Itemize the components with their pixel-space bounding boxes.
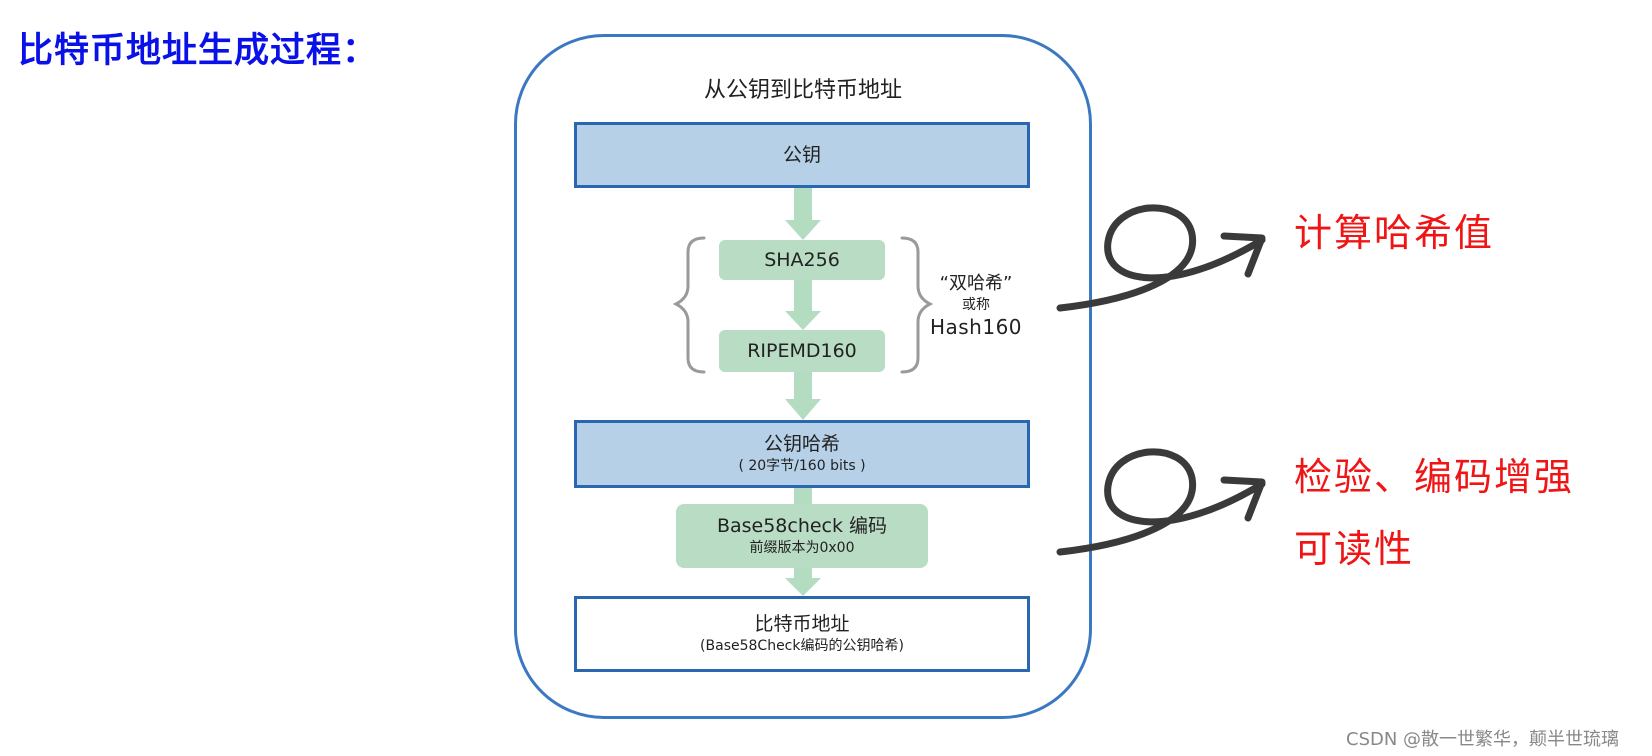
- flow-arrows: [785, 188, 821, 596]
- flow-arrow-head: [785, 311, 821, 330]
- flow-arrow-shaft: [794, 372, 812, 402]
- pubkey-hash-box: 公钥哈希 ( 20字节/160 bits ): [574, 420, 1030, 488]
- sha256-box: SHA256: [719, 240, 885, 280]
- annotation-compute-hash: 计算哈希值: [1294, 211, 1495, 255]
- pubkey-hash-label: 公钥哈希: [763, 433, 840, 455]
- pubkey-hash-size: ( 20字节/160 bits ): [738, 458, 866, 474]
- ripemd160-label: RIPEMD160: [747, 340, 857, 362]
- annotation-check-encode: 检验、编码增强: [1294, 455, 1575, 499]
- double-hash-name: Hash160: [929, 315, 1023, 339]
- scribble-arrow-1: [1056, 204, 1266, 312]
- right-brace: [900, 236, 934, 374]
- base58-encode-box: Base58check 编码 前缀版本为0x00: [676, 504, 928, 568]
- diagram-panel: [514, 34, 1092, 719]
- base58-encode-label: Base58check 编码: [716, 515, 888, 537]
- page-title: 比特币地址生成过程：: [18, 31, 379, 71]
- left-brace: [672, 236, 706, 374]
- public-key-box: 公钥: [574, 122, 1030, 188]
- sha256-label: SHA256: [764, 249, 840, 271]
- diagram-title: 从公钥到比特币地址: [703, 78, 902, 103]
- base58-prefix-label: 前缀版本为0x00: [749, 540, 855, 556]
- flow-arrow-head: [785, 399, 821, 420]
- flow-arrow-shaft: [794, 188, 812, 224]
- bitcoin-address-desc: (Base58Check编码的公钥哈希): [700, 638, 904, 654]
- double-hash-label: “双哈希”: [939, 273, 1013, 294]
- ripemd160-box: RIPEMD160: [719, 330, 885, 372]
- flow-arrow-shaft: [794, 488, 812, 504]
- double-hash-note: “双哈希” 或称 Hash160: [912, 272, 1040, 340]
- bitcoin-address-label: 比特币地址: [754, 613, 850, 635]
- watermark: CSDN @散一世繁华，颠半世琉璃: [1346, 729, 1620, 750]
- flow-arrow-head: [785, 220, 821, 240]
- annotation-readability: 可读性: [1294, 527, 1415, 571]
- public-key-label: 公钥: [782, 144, 821, 166]
- double-hash-or: 或称: [962, 297, 990, 313]
- bitcoin-address-box: 比特币地址 (Base58Check编码的公钥哈希): [574, 596, 1030, 672]
- scribble-arrow-2: [1056, 448, 1266, 556]
- flow-arrow-head: [785, 578, 821, 596]
- flow-arrow-shaft: [794, 280, 812, 314]
